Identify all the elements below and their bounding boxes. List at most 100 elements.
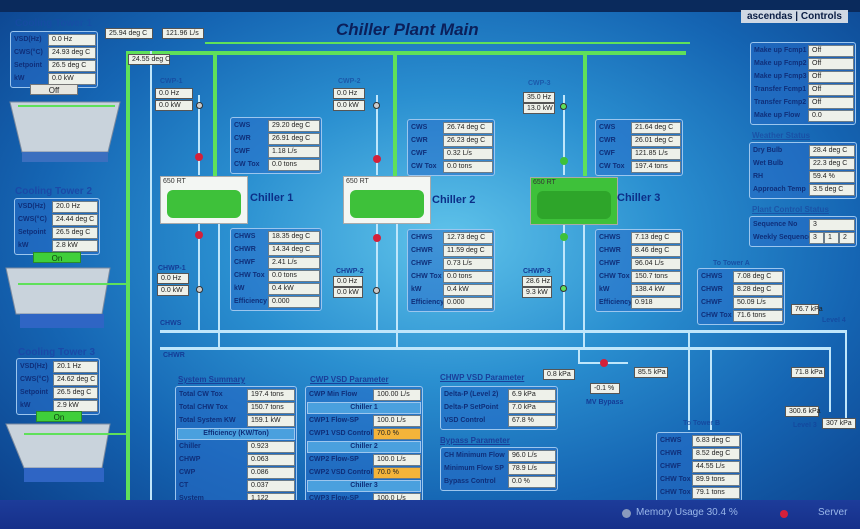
row-label: CHWF xyxy=(599,260,620,267)
chwp2-pump-icon[interactable] xyxy=(373,287,380,294)
ch2-chw-pipe xyxy=(376,224,378,330)
ct1-state-button[interactable]: Off xyxy=(30,84,78,95)
row-value: 197.4 tons xyxy=(631,161,681,173)
row-label: Dry Bulb xyxy=(753,147,783,154)
row-label: CWR xyxy=(599,137,616,144)
chwp3-pump-icon[interactable] xyxy=(560,285,567,292)
bypass-position: -0.1 % xyxy=(590,383,620,394)
row-label: CHWR xyxy=(234,246,256,253)
row-label: CHWF xyxy=(701,299,722,306)
bypass-dp-right: 85.5 kPa xyxy=(634,367,668,378)
row-value: 3.5 deg C xyxy=(809,184,855,196)
row-value: 0.32 L/s xyxy=(443,148,493,160)
ch1-chw-valve-icon[interactable] xyxy=(195,231,203,239)
row-value: 8.28 deg C xyxy=(733,284,783,296)
row-value: 28.4 deg C xyxy=(809,145,855,157)
cwp-hz: 0.0 Hz xyxy=(333,88,365,99)
ch3-cw-valve-icon[interactable] xyxy=(560,157,568,165)
row-value: 21.64 deg C xyxy=(631,122,681,134)
cwp2-pump-icon[interactable] xyxy=(373,102,380,109)
chiller-unit[interactable]: 650 RT xyxy=(160,176,248,224)
chwp-kw: 0.0 kW xyxy=(157,285,189,296)
ct3-state-button[interactable]: On xyxy=(36,411,82,422)
row-label: CWF xyxy=(411,150,427,157)
cwp-vsd-title: CWP VSD Parameter xyxy=(310,375,389,384)
ch1-cwr-pipe xyxy=(198,95,200,175)
row-value: 67.8 % xyxy=(508,415,556,427)
chwp1-pump-icon[interactable] xyxy=(196,286,203,293)
server-label[interactable]: Server xyxy=(818,507,848,518)
ch3-chw-pipe-2 xyxy=(583,224,585,348)
row-value: 89.9 tons xyxy=(692,474,740,486)
cooling-tower-icon xyxy=(9,101,121,162)
row-label: Approach Temp xyxy=(753,186,806,193)
ch3-chw-valve-icon[interactable] xyxy=(560,233,568,241)
capacity: 650 RT xyxy=(163,178,186,185)
cwr-temp-readout: 25.94 deg C xyxy=(105,28,153,39)
row-value: 2.8 kW xyxy=(52,240,98,252)
page-title: Chiller Plant Main xyxy=(336,20,479,39)
cwp1-pump-icon[interactable] xyxy=(196,102,203,109)
row-label: CWP3 Flow-SP xyxy=(309,495,359,502)
pressure-readout: 71.8 kPa xyxy=(791,367,825,378)
chiller-unit[interactable]: 650 RT xyxy=(530,177,618,225)
row-value: 78.9 L/s xyxy=(508,463,556,475)
row-label: Bypass Control xyxy=(444,478,496,485)
row-value: 0.0 xyxy=(808,110,854,122)
ch1-cw-valve-icon[interactable] xyxy=(195,153,203,161)
row-value: 6.9 kPa xyxy=(508,389,556,401)
row-value: 26.74 deg C xyxy=(443,122,493,134)
row-value: 26.5 deg C xyxy=(52,227,98,239)
table-row: Delta-P (Level 2)6.9 kPa xyxy=(442,389,556,401)
bypass-valve-icon[interactable] xyxy=(600,359,608,367)
ch2-chw-valve-icon[interactable] xyxy=(373,234,381,242)
chiller-group-header: Chiller 3 xyxy=(307,480,421,492)
row-label: CHWS xyxy=(599,234,621,241)
row-label: CW Tox xyxy=(411,163,437,170)
ch2-cwr-pipe xyxy=(376,95,378,175)
row-value: 0.0 tons xyxy=(443,161,493,173)
row-value: 12.73 deg C xyxy=(443,232,493,244)
cwp3-pump-icon[interactable] xyxy=(560,103,567,110)
row-value: 0.4 kW xyxy=(443,284,493,296)
table-row: Dry Bulb 28.4 deg C xyxy=(751,145,855,157)
row-label: CHW Tox xyxy=(411,273,442,280)
row-value: 20.0 Hz xyxy=(52,201,98,213)
table-row: VSD(Hz)0.0 Hz xyxy=(12,34,96,46)
table-row: CW Tox 0.0 tons xyxy=(409,161,493,173)
row-label: CHW Tox xyxy=(660,489,691,496)
row-label: CWP1 VSD Control xyxy=(309,430,373,437)
ct2-state-button[interactable]: On xyxy=(33,252,81,263)
row-label: Total CHW Tox xyxy=(179,404,228,411)
row-value: 79.1 tons xyxy=(692,487,740,499)
row-label: Total System KW xyxy=(179,417,236,424)
cwp-hz: 0.0 Hz xyxy=(155,88,193,99)
chwp-kw: 9.3 kW xyxy=(522,287,552,298)
row-label: CHW Tox xyxy=(660,476,691,483)
ch2-cw-valve-icon[interactable] xyxy=(373,155,381,163)
chiller-unit[interactable]: 650 RT xyxy=(343,176,431,224)
row-label: Efficiency xyxy=(234,298,268,305)
